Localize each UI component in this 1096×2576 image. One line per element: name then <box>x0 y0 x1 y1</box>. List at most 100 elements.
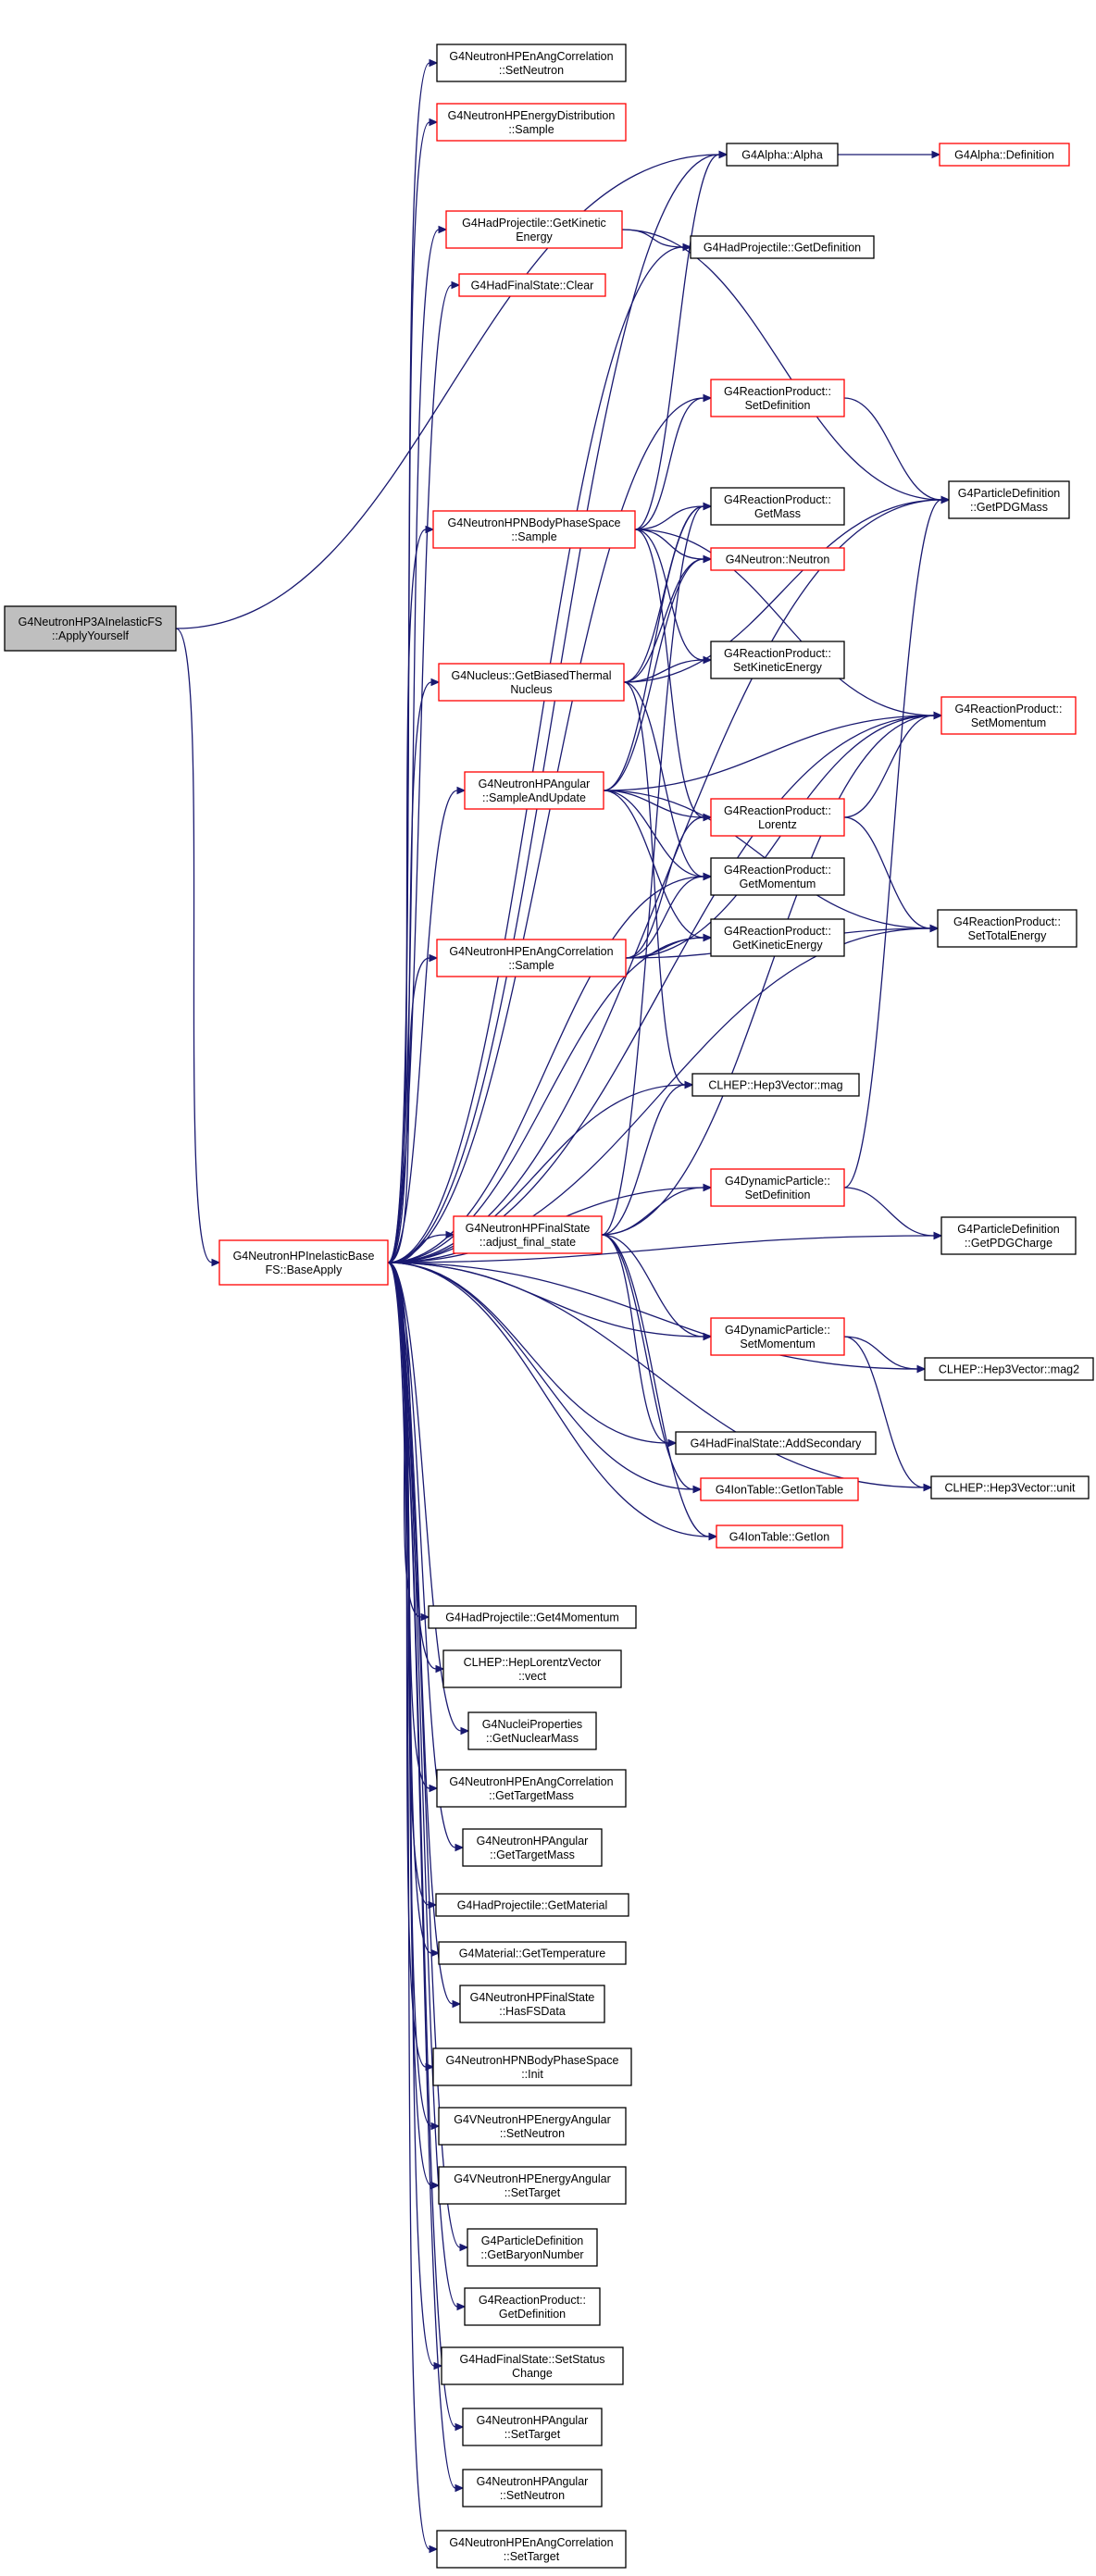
node-label: G4NeutronHPEnAngCorrelation <box>449 50 613 63</box>
edge-root-to-base <box>175 628 221 1267</box>
node-hadfs-addsec[interactable]: G4HadFinalState::AddSecondary <box>675 1431 877 1455</box>
node-nbody-init[interactable]: G4NeutronHPNBodyPhaseSpace::Init <box>432 2047 632 2086</box>
edge-dp_setdef-to-pd_getpdgcharge <box>843 1187 943 1240</box>
node-fs-adjust[interactable]: G4NeutronHPFinalState::adjust_final_stat… <box>453 1215 603 1254</box>
node-hadproj-getdef[interactable]: G4HadProjectile::GetDefinition <box>690 235 875 259</box>
edge-base-to-nuclei_mass <box>387 1262 470 1736</box>
node-label: G4NeutronHPEnAngCorrelation <box>449 1775 613 1788</box>
node-nuclei-mass[interactable]: G4NucleiProperties::GetNuclearMass <box>467 1711 597 1750</box>
node-fs-hasfs[interactable]: G4NeutronHPFinalState::HasFSData <box>459 1985 605 2023</box>
node-label: Lorentz <box>758 818 797 831</box>
edge-base-to-angular_targetmass <box>387 1262 465 1852</box>
node-alpha[interactable]: G4Alpha::Alpha <box>726 143 839 167</box>
node-label: G4Material::GetTemperature <box>459 1948 605 1960</box>
node-energydist-sample[interactable]: G4NeutronHPEnergyDistribution::Sample <box>436 103 627 142</box>
node-rp-getmom[interactable]: G4ReactionProduct::GetMomentum <box>710 857 845 896</box>
node-dp-setmom[interactable]: G4DynamicParticle::SetMomentum <box>710 1317 845 1356</box>
node-label: G4HadProjectile::Get4Momentum <box>445 1612 619 1624</box>
node-label: CLHEP::Hep3Vector::unit <box>944 1482 1076 1495</box>
node-encorr-targetmass[interactable]: G4NeutronHPEnAngCorrelation::GetTargetMa… <box>436 1769 627 1808</box>
node-hep3-unit[interactable]: CLHEP::Hep3Vector::unit <box>930 1475 1090 1500</box>
node-neutron[interactable]: G4Neutron::Neutron <box>710 547 845 571</box>
node-pd-baryon[interactable]: G4ParticleDefinition::GetBaryonNumber <box>467 2228 598 2267</box>
node-label: CLHEP::HepLorentzVector <box>464 1656 602 1669</box>
node-label: G4ReactionProduct:: <box>479 2294 586 2307</box>
node-rp-settotal[interactable]: G4ReactionProduct::SetTotalEnergy <box>937 909 1077 948</box>
node-encorr-sample[interactable]: G4NeutronHPEnAngCorrelation::Sample <box>436 939 627 977</box>
node-label: ::SetTarget <box>504 2428 561 2441</box>
node-label: G4ReactionProduct:: <box>724 925 831 938</box>
node-rp-getkin[interactable]: G4ReactionProduct::GetKineticEnergy <box>710 918 845 957</box>
edge-base-to-encorr_settarget <box>387 1262 439 2554</box>
node-label: SetDefinition <box>745 1188 811 1201</box>
node-angular-settarget[interactable]: G4NeutronHPAngular::SetTarget <box>462 2408 603 2446</box>
node-encorr-settarget[interactable]: G4NeutronHPEnAngCorrelation::SetTarget <box>436 2530 627 2569</box>
node-label: G4ReactionProduct:: <box>954 703 1062 716</box>
node-label: G4NeutronHPAngular <box>477 2414 589 2427</box>
node-label: G4Alpha::Alpha <box>741 149 823 162</box>
edge-base-to-angular_sample <box>387 786 467 1263</box>
edge-angular_sample-to-rp_getmom <box>603 790 713 881</box>
node-hlv-vect[interactable]: CLHEP::HepLorentzVector::vect <box>442 1649 622 1688</box>
node-hadproj-material[interactable]: G4HadProjectile::GetMaterial <box>435 1893 629 1917</box>
node-alpha-def[interactable]: G4Alpha::Definition <box>939 143 1070 167</box>
node-rp-setdef[interactable]: G4ReactionProduct::SetDefinition <box>710 379 845 417</box>
node-label: G4HadProjectile::GetDefinition <box>704 242 861 255</box>
node-vea-setneutron[interactable]: G4VNeutronHPEnergyAngular::SetNeutron <box>438 2107 627 2146</box>
edge-nbody_sample-to-rp_setdef <box>634 393 713 530</box>
node-label: ::adjust_final_state <box>480 1236 576 1249</box>
node-nbody-sample[interactable]: G4NeutronHPNBodyPhaseSpace::Sample <box>432 510 636 549</box>
edge-encorr_sample-to-rp_getmom <box>625 872 713 959</box>
node-label: G4HadFinalState::Clear <box>471 280 594 292</box>
node-label: ::GetBaryonNumber <box>480 2248 583 2261</box>
node-root[interactable]: G4NeutronHP3AInelasticFS::ApplyYourself <box>4 605 177 652</box>
edge-nbody_sample-to-alpha <box>634 150 729 530</box>
node-rp-setkin[interactable]: G4ReactionProduct::SetKineticEnergy <box>710 641 845 679</box>
node-material-temp[interactable]: G4Material::GetTemperature <box>438 1941 627 1965</box>
node-pd-getpdgmass[interactable]: G4ParticleDefinition::GetPDGMass <box>948 480 1070 519</box>
node-vea-settarget[interactable]: G4VNeutronHPEnergyAngular::SetTarget <box>438 2166 627 2205</box>
node-pd-getpdgcharge[interactable]: G4ParticleDefinition::GetPDGCharge <box>940 1216 1077 1255</box>
node-label: ::GetTargetMass <box>490 1848 575 1861</box>
node-label: ::GetPDGCharge <box>965 1237 1052 1250</box>
node-label: Change <box>512 2367 553 2380</box>
node-rp-setmom[interactable]: G4ReactionProduct::SetMomentum <box>940 696 1077 735</box>
node-hadproj-kin[interactable]: G4HadProjectile::GetKineticEnergy <box>445 210 623 249</box>
node-label: G4ReactionProduct:: <box>724 385 831 398</box>
node-angular-setneutron[interactable]: G4NeutronHPAngular::SetNeutron <box>462 2469 603 2508</box>
node-label: ::ApplyYourself <box>52 629 129 642</box>
node-label: G4ReactionProduct:: <box>724 647 831 660</box>
node-dp-setdef[interactable]: G4DynamicParticle::SetDefinition <box>710 1168 845 1207</box>
node-label: SetMomentum <box>971 716 1046 729</box>
node-hadproj-get4mom[interactable]: G4HadProjectile::Get4Momentum <box>428 1605 637 1629</box>
node-angular-targetmass[interactable]: G4NeutronHPAngular::GetTargetMass <box>462 1828 603 1867</box>
node-label: G4ReactionProduct:: <box>953 915 1061 928</box>
node-angular-sample[interactable]: G4NeutronHPAngular::SampleAndUpdate <box>464 771 604 810</box>
edge-alpha-to-alpha_def <box>838 150 941 159</box>
node-encorr-setneutron[interactable]: G4NeutronHPEnAngCorrelation::SetNeutron <box>436 44 627 82</box>
edge-base-to-energydist_sample <box>387 118 439 1263</box>
node-iontable-getion[interactable]: G4IonTable::GetIon <box>716 1524 843 1549</box>
edge-nucleus_biased-to-hep3_mag <box>623 681 694 1089</box>
node-label: G4NeutronHPAngular <box>477 2475 589 2488</box>
node-hep3-mag[interactable]: CLHEP::Hep3Vector::mag <box>691 1073 860 1097</box>
node-label: G4Nucleus::GetBiasedThermal <box>452 669 612 682</box>
edge-fs_adjust-to-hadfs_addsec <box>601 1234 678 1448</box>
edge-dp_setdef-to-pd_getpdgmass <box>843 495 951 1188</box>
node-label: ::GetTargetMass <box>489 1789 574 1802</box>
node-hep3-mag2[interactable]: CLHEP::Hep3Vector::mag2 <box>924 1357 1094 1381</box>
node-rp-lorentz[interactable]: G4ReactionProduct::Lorentz <box>710 798 845 837</box>
node-label: ::vect <box>518 1670 546 1683</box>
node-label: G4NeutronHPEnergyDistribution <box>448 109 616 122</box>
edge-base-to-hadfs_addsec <box>387 1262 678 1448</box>
node-iontable-get[interactable]: G4IonTable::GetIonTable <box>700 1477 859 1501</box>
node-rp-getdef[interactable]: G4ReactionProduct::GetDefinition <box>464 2287 601 2326</box>
node-rp-getmass[interactable]: G4ReactionProduct::GetMass <box>710 487 845 526</box>
node-label: G4NeutronHPEnAngCorrelation <box>449 945 613 958</box>
edge-base-to-rp_getdef <box>387 1262 467 2311</box>
node-hadfs-clear[interactable]: G4HadFinalState::Clear <box>458 273 606 297</box>
